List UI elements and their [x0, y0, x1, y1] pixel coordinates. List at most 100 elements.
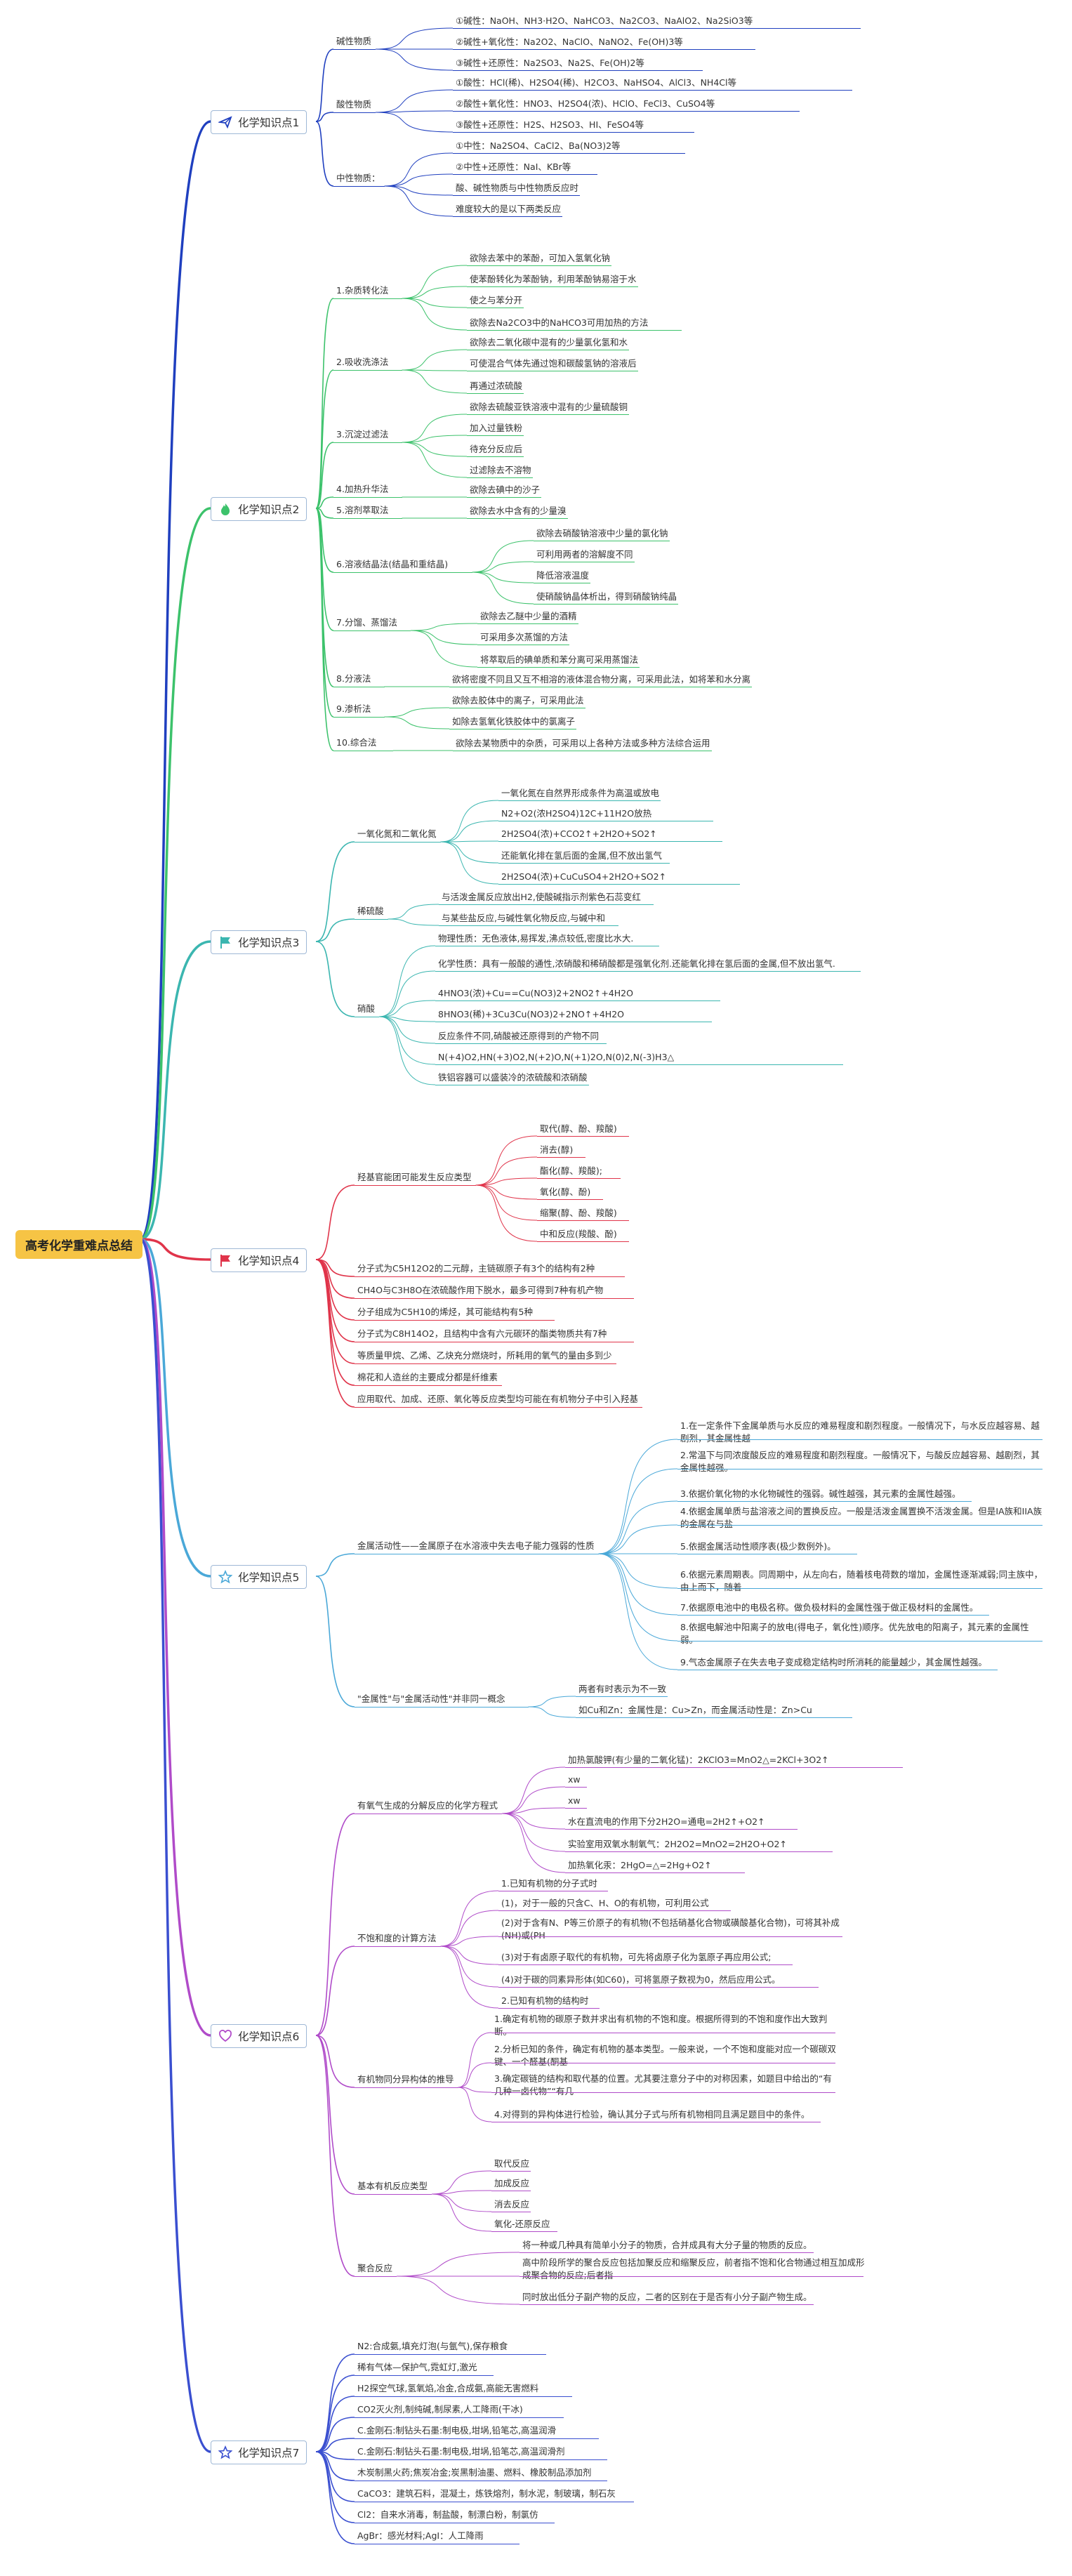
leaf-node[interactable]: ①中性：Na2SO4、CaCl2、Ba(NO3)2等: [456, 140, 621, 151]
leaf-node[interactable]: 2.常温下与同浓度酸反应的难易程度和剧烈程度。一般情况下，与酸反应越容易、越剧烈…: [680, 1450, 1040, 1473]
leaf-node[interactable]: xw: [568, 1795, 581, 1806]
leaf-node[interactable]: 待充分反应后: [470, 444, 523, 454]
sub-topic[interactable]: 有氧气生成的分解反应的化学方程式: [357, 1800, 498, 1811]
leaf-node[interactable]: 2H2SO4(浓)+CCO2↑+2H2O+SO2↑: [501, 828, 657, 839]
sub-topic[interactable]: 聚合反应: [357, 2263, 393, 2273]
sub-topic[interactable]: 3.沉淀过滤法: [336, 429, 389, 440]
leaf-node[interactable]: 物理性质：无色液体,易挥发,沸点较低,密度比水大.: [438, 933, 634, 944]
sub-topic[interactable]: 有机物同分异构体的推导: [357, 2074, 454, 2085]
leaf-node[interactable]: 欲除去硝酸钠溶液中少量的氯化钠: [536, 528, 668, 539]
sub-topic[interactable]: 9.渗析法: [336, 704, 371, 714]
sub-topic[interactable]: 10.综合法: [336, 737, 377, 748]
sub-topic[interactable]: 中性物质：: [336, 173, 381, 183]
topic-node[interactable]: 化学知识点5: [211, 1565, 307, 1589]
leaf-node[interactable]: (4)对于碳的同素异形体(如C60)，可将氢原子数视为0，然后应用公式。: [501, 1974, 781, 1985]
sub-topic[interactable]: 一氧化氮和二氧化氮: [357, 828, 437, 839]
leaf-node[interactable]: 消去(醇): [540, 1144, 574, 1155]
leaf-node[interactable]: 如除去氢氧化铁胶体中的氯离子: [452, 716, 576, 727]
leaf-node[interactable]: 1.确定有机物的碳原子数并求出有机物的不饱和度。根据所得到的不饱和度作出大致判断…: [494, 2014, 828, 2037]
leaf-node[interactable]: 将一种或几种具有简单小分子的物质，合并成具有大分子量的物质的反应。: [522, 2240, 812, 2250]
sub-topic[interactable]: 稀有气体—保护气,霓虹灯,激光: [357, 2362, 477, 2372]
leaf-node[interactable]: 5.依据金属活动性顺序表(极少数例外)。: [680, 1541, 836, 1552]
leaf-node[interactable]: 酸、碱性物质与中性物质反应时: [456, 183, 579, 193]
leaf-node[interactable]: 如Cu和Zn：金属性是：Cu>Zn，而金属活动性是：Zn>Cu: [578, 1705, 812, 1715]
leaf-node[interactable]: 可采用多次蒸馏的方法: [480, 632, 569, 642]
leaf-node[interactable]: 过滤除去不溶物: [470, 465, 531, 475]
sub-topic[interactable]: 8.分液法: [336, 673, 371, 684]
leaf-node[interactable]: 4.依据金属单质与盐溶液之间的置换反应。一般是活泼金属置换不活泼金属。但是IA族…: [680, 1506, 1043, 1529]
leaf-node[interactable]: 欲除去乙醚中少量的酒精: [480, 611, 577, 621]
leaf-node[interactable]: 高中阶段所学的聚合反应包括加聚反应和缩聚反应，前者指不饱和化合物通过相互加成形成…: [522, 2257, 865, 2280]
leaf-node[interactable]: 6.依据元素周期表。同周期中，从左向右，随着核电荷数的增加，金属性逐渐减弱;同主…: [680, 1569, 1043, 1592]
leaf-node[interactable]: 1.已知有机物的分子式时: [501, 1878, 597, 1889]
topic-node[interactable]: 化学知识点6: [211, 2024, 307, 2048]
topic-node[interactable]: 化学知识点7: [211, 2440, 307, 2464]
leaf-node[interactable]: 8HNO3(稀)+3Cu3Cu(NO3)2+2NO↑+4H2O: [438, 1009, 624, 1019]
leaf-node[interactable]: ①碱性：NaOH、NH3·H2O、NaHCO3、Na2CO3、NaAlO2、Na…: [456, 15, 753, 26]
leaf-node[interactable]: 酯化(醇、羧酸);: [540, 1165, 602, 1176]
sub-topic[interactable]: 稀硫酸: [357, 906, 384, 916]
leaf-node[interactable]: 欲除去碘中的沙子: [470, 484, 541, 495]
leaf-node[interactable]: 加热氧化汞：2HgO=△=2Hg+O2↑: [568, 1860, 712, 1870]
sub-topic[interactable]: CaCO3：建筑石料，混凝土，炼铁熔剂，制水泥，制玻璃，制石灰: [357, 2488, 616, 2499]
leaf-node[interactable]: 3.确定碳链的结构和取代基的位置。尤其要注意分子中的对称因素，如题目中给出的“有…: [494, 2073, 832, 2096]
leaf-node[interactable]: 铁铝容器可以盛装冷的浓硫酸和浓硝酸: [438, 1072, 588, 1083]
leaf-node[interactable]: 降低溶液温度: [536, 570, 590, 581]
leaf-node[interactable]: 消去反应: [494, 2199, 530, 2210]
sub-topic[interactable]: 基本有机反应类型: [357, 2181, 428, 2191]
leaf-node[interactable]: 欲除去Na2CO3中的NaHCO3可用加热的方法: [470, 317, 649, 328]
sub-topic[interactable]: CO2灭火剂,制纯碱,制尿素,人工降雨(干冰): [357, 2404, 523, 2415]
leaf-node[interactable]: 2.已知有机物的结构时: [501, 1995, 589, 2006]
leaf-node[interactable]: 还能氧化排在氢后面的金属,但不放出氢气: [501, 850, 662, 861]
topic-node[interactable]: 化学知识点4: [211, 1248, 307, 1272]
leaf-node[interactable]: ③酸性+还原性：H2S、H2SO3、HI、FeSO4等: [456, 119, 644, 130]
sub-topic[interactable]: 分子式为C8H14O2，且结构中含有六元碳环的酯类物质共有7种: [357, 1328, 607, 1339]
leaf-node[interactable]: 2.分析已知的条件，确定有机物的基本类型。一般来说，一个不饱和度能对应一个碳碳双…: [494, 2044, 836, 2067]
leaf-node[interactable]: xw: [568, 1774, 581, 1785]
leaf-node[interactable]: 欲除去二氧化碳中混有的少量氯化氢和水: [470, 337, 628, 348]
sub-topic[interactable]: 4.加热升华法: [336, 484, 389, 494]
leaf-node[interactable]: 使硝酸钠晶体析出，得到硝酸钠纯晶: [536, 591, 677, 602]
leaf-node[interactable]: 可使混合气体先通过饱和碳酸氢钠的溶液后: [470, 358, 637, 369]
sub-topic[interactable]: AgBr：感光材料;AgI：人工降雨: [357, 2530, 484, 2541]
leaf-node[interactable]: 化学性质：具有一般酸的通性,浓硝酸和稀硝酸都是强氧化剂.还能氧化排在氢后面的金属…: [438, 958, 835, 969]
leaf-node[interactable]: 氧化-还原反应: [494, 2219, 550, 2229]
sub-topic[interactable]: "金属性"与"金属活动性"并非同一概念: [357, 1693, 505, 1704]
leaf-node[interactable]: 两者有时表示为不一致: [578, 1684, 667, 1694]
sub-topic[interactable]: Cl2：自来水消毒，制盐酸，制漂白粉，制氯仿: [357, 2509, 538, 2520]
leaf-node[interactable]: 难度较大的是以下两类反应: [456, 204, 562, 214]
topic-node[interactable]: 化学知识点2: [211, 497, 307, 521]
leaf-node[interactable]: (1)，对于一般的只含C、H、O的有机物，可利用公式: [501, 1898, 709, 1908]
leaf-node[interactable]: 使之与苯分开: [470, 295, 523, 305]
sub-topic[interactable]: C.金刚石:制钻头石墨:制电极,坩埚,铅笔芯,高温润滑: [357, 2425, 557, 2436]
sub-topic[interactable]: 羟基官能团可能发生反应类型: [357, 1172, 472, 1182]
sub-topic[interactable]: C.金刚石:制钻头石墨:制电极,坩埚,铅笔芯,高温润滑剂: [357, 2446, 565, 2457]
sub-topic[interactable]: 碱性物质: [336, 36, 372, 46]
leaf-node[interactable]: 8.依据电解池中阳离子的放电(得电子，氧化性)顺序。优先放电的阳离子，其元素的金…: [680, 1622, 1029, 1645]
leaf-node[interactable]: 将萃取后的碘单质和苯分离可采用蒸馏法: [480, 654, 639, 665]
leaf-node[interactable]: 缩聚(醇、酚、羧酸): [540, 1208, 617, 1218]
leaf-node[interactable]: 与某些盐反应,与碱性氧化物反应,与碱中和: [442, 913, 605, 923]
leaf-node[interactable]: 中和反应(羧酸、酚): [540, 1229, 617, 1239]
leaf-node[interactable]: ①酸性：HCl(稀)、H2SO4(稀)、H2CO3、NaHSO4、AlCl3、N…: [456, 77, 736, 88]
leaf-node[interactable]: (3)对于有卤原子取代的有机物，可先将卤原子化为氢原子再应用公式;: [501, 1952, 772, 1962]
sub-topic[interactable]: 不饱和度的计算方法: [357, 1933, 437, 1943]
sub-topic[interactable]: 分子组成为C5H10的烯烃，其可能结构有5种: [357, 1307, 533, 1317]
sub-topic[interactable]: 金属活动性——金属原子在水溶液中失去电子能力强弱的性质: [357, 1540, 595, 1551]
leaf-node[interactable]: 实验室用双氧水制氧气：2H2O2=MnO2=2H2O+O2↑: [568, 1839, 787, 1849]
leaf-node[interactable]: 取代(醇、酚、羧酸): [540, 1123, 617, 1134]
leaf-node[interactable]: 加入过量铁粉: [470, 423, 523, 433]
sub-topic[interactable]: 1.杂质转化法: [336, 285, 389, 296]
leaf-node[interactable]: 欲除去硫酸亚铁溶液中混有的少量硫酸铜: [470, 402, 628, 412]
leaf-node[interactable]: 欲除去水中含有的少量溴: [470, 506, 567, 516]
leaf-node[interactable]: ②中性+还原性：NaI、KBr等: [456, 161, 571, 172]
leaf-node[interactable]: 氧化(醇、酚): [540, 1187, 591, 1197]
leaf-node[interactable]: N(+4)O2,HN(+3)O2,N(+2)O,N(+1)2O,N(0)2,N(…: [438, 1052, 675, 1062]
leaf-node[interactable]: 取代反应: [494, 2158, 530, 2169]
sub-topic[interactable]: H2探空气球,氢氧焰,冶金,合成氨,高能无害燃料: [357, 2383, 539, 2393]
root-topic[interactable]: 高考化学重难点总结: [15, 1230, 143, 1259]
leaf-node[interactable]: 7.依据原电池中的电极名称。做负极材料的金属性强于做正极材料的金属性。: [680, 1602, 979, 1613]
leaf-node[interactable]: 欲将密度不同且又互不相溶的液体混合物分离，可采用此法，如将苯和水分离: [452, 674, 751, 685]
leaf-node[interactable]: 4HNO3(浓)+Cu==Cu(NO3)2+2NO2↑+4H2O: [438, 988, 633, 998]
leaf-node[interactable]: ③碱性+还原性：Na2SO3、Na2S、Fe(OH)2等: [456, 58, 644, 68]
